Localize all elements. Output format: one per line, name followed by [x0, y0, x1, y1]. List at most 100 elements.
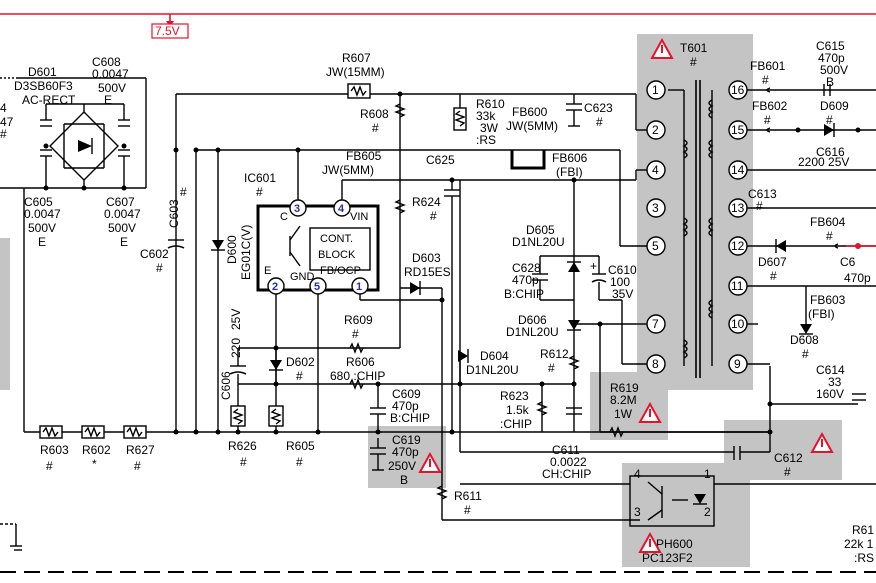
schematic-label: 16 — [731, 83, 745, 97]
schematic-label: PC123F2 — [642, 551, 693, 565]
schematic-label: 0.0047 — [24, 207, 61, 221]
schematic-label: C607 — [106, 195, 135, 209]
r602 — [81, 425, 105, 439]
schematic-label: 1W — [614, 407, 633, 421]
schematic-label: 470p — [392, 399, 419, 413]
schematic-label: R619 — [610, 381, 639, 395]
schematic-label: (FBI) — [556, 165, 583, 179]
schematic-label: D604 — [480, 349, 509, 363]
schematic-label: 3 — [652, 201, 659, 215]
schematic-label: 35V — [612, 287, 633, 301]
schematic-label: C606 — [219, 371, 233, 400]
schematic-label: R61 — [852, 523, 874, 537]
schematic-label: C623 — [584, 101, 613, 115]
schematic-label: VIN — [350, 211, 368, 223]
schematic-label: R611 — [454, 489, 482, 503]
schematic-label: 500V — [108, 221, 136, 235]
schematic-label: FB605 — [346, 149, 382, 163]
schematic-label: JW(5MM) — [322, 163, 374, 177]
schematic-label: C602 — [140, 247, 169, 261]
schematic-label: FB603 — [810, 293, 846, 307]
schematic-label: 10 — [731, 317, 745, 331]
schematic-label: R607 — [342, 51, 371, 65]
schematic-label: 25V — [229, 309, 243, 330]
schematic-label: 33k — [476, 109, 496, 123]
schematic-label: # — [770, 269, 777, 283]
schematic-label: R609 — [344, 313, 373, 327]
schematic-label: RD15ES — [404, 265, 451, 279]
schematic-label: # — [256, 185, 263, 199]
schematic-label: D602 — [286, 355, 315, 369]
schematic-label: # — [826, 229, 833, 243]
schematic-label: C612 — [774, 451, 803, 465]
schematic-label: # — [826, 113, 833, 127]
schematic-label: 0.0047 — [104, 207, 141, 221]
schematic-label: # — [762, 73, 769, 87]
schematic-label: R602 — [82, 443, 111, 457]
schematic-label: 3 — [634, 505, 641, 519]
schematic-label: 160V — [816, 387, 844, 401]
schematic-label: 680 :CHIP — [330, 369, 385, 383]
schematic-label: D603 — [412, 251, 441, 265]
schematic-label: 5 — [652, 239, 659, 253]
svg-text:1: 1 — [356, 281, 362, 293]
left-edge-label-a: 4 — [0, 101, 7, 115]
schematic-label: # — [756, 199, 763, 213]
schematic-label: JW(15MM) — [326, 65, 385, 79]
schematic-label: FB/OCP — [320, 265, 361, 277]
schematic-label: # — [802, 347, 809, 361]
schematic-label: C605 — [24, 195, 53, 209]
schematic-label: C619 — [392, 433, 421, 447]
schematic-label: 7 — [652, 317, 659, 331]
schematic-label: PH600 — [656, 537, 693, 551]
schematic-label: 14 — [731, 163, 745, 177]
schematic-label: 11 — [731, 279, 744, 293]
left-edge-label-b: 47 — [0, 115, 14, 129]
schematic-label: R624 — [412, 195, 441, 209]
schematic-label: 500V — [820, 63, 848, 77]
svg-text:#: # — [464, 503, 471, 517]
schematic-label: 470p — [392, 445, 419, 459]
schematic-label: 100 — [610, 275, 630, 289]
schematic-label: C608 — [92, 55, 121, 69]
schematic-label: D600 — [225, 235, 239, 264]
schematic-label: FB602 — [752, 99, 788, 113]
schematic-label: # — [296, 455, 303, 469]
schematic-label: 9 — [734, 357, 741, 371]
schematic-label: 3W — [480, 121, 499, 135]
schematic-label: AC-RECT — [22, 93, 76, 107]
schematic-label: E — [38, 235, 46, 249]
schematic-label: GND — [290, 271, 315, 283]
t601-secondary-pins: 16 15 14 13 12 11 10 9 — [728, 80, 748, 374]
schematic-label: D605 — [526, 223, 555, 237]
schematic-label: 2 — [652, 123, 659, 137]
schematic-label: FB606 — [552, 151, 588, 165]
schematic-label: C615 — [816, 39, 845, 53]
schematic-label: T601 — [680, 41, 708, 55]
schematic-label: 0.0047 — [92, 67, 129, 81]
r603 — [39, 425, 63, 439]
schematic-label: # — [372, 121, 379, 135]
schematic-label: D1NL20U — [512, 235, 565, 249]
schematic-label: # — [46, 459, 53, 473]
schematic-label: 4 — [634, 467, 641, 481]
schematic-label: # — [156, 261, 163, 275]
schematic-label: C614 — [816, 363, 845, 377]
schematic-label: R612 — [540, 347, 569, 361]
schematic-label: 1 — [704, 467, 711, 481]
schematic-label: 500V — [98, 81, 126, 95]
schematic-label: C6 — [840, 255, 856, 269]
schematic-label: * — [92, 457, 97, 471]
schematic-label: B:CHIP — [390, 411, 430, 425]
t601-primary-pins: 1 2 4 3 5 7 8 — [646, 80, 666, 374]
schematic-label: D3SB60F3 — [14, 79, 73, 93]
svg-text:+: + — [590, 259, 597, 273]
schematic-label: E — [264, 265, 271, 277]
schematic-label: # — [296, 369, 303, 383]
schematic-label: C628 — [512, 261, 541, 275]
schematic-label: 2200 25V — [798, 155, 849, 169]
schematic-label: C609 — [392, 387, 421, 401]
d601-bridge — [49, 111, 119, 181]
schematic-label: 1.5k — [506, 403, 530, 417]
schematic-label: EG01C(V) — [239, 225, 253, 280]
